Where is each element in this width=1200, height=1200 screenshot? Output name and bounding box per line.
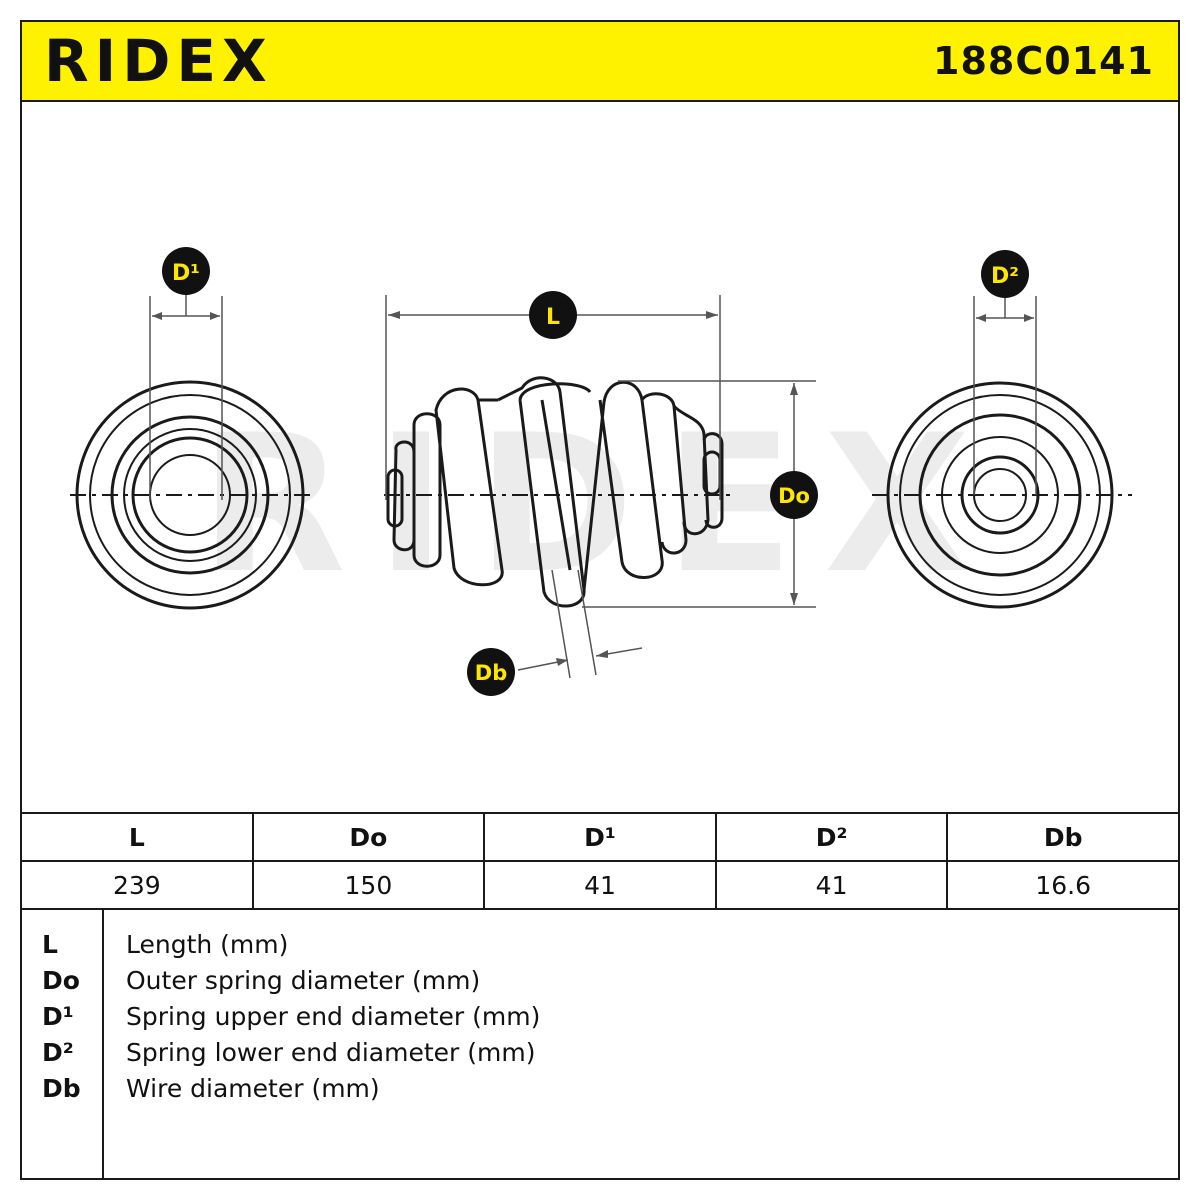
legend: L Length (mm) Do Outer spring diameter (… xyxy=(20,910,1180,1180)
legend-key: Db xyxy=(42,1074,81,1103)
legend-divider xyxy=(102,910,104,1178)
spec-value-cell: 41 xyxy=(714,860,949,910)
legend-item: D² Spring lower end diameter (mm) xyxy=(22,1035,1172,1071)
spec-header-cell: D¹ xyxy=(483,812,717,862)
legend-key: D¹ xyxy=(42,1002,74,1031)
wire-badge: Db xyxy=(467,648,515,696)
legend-key: Do xyxy=(42,966,80,995)
legend-item: Db Wire diameter (mm) xyxy=(22,1071,1172,1107)
lower-end-view xyxy=(872,294,1132,609)
spec-value-cell: 41 xyxy=(483,860,717,910)
spring-side-view xyxy=(384,295,816,679)
d1-label: D¹ xyxy=(172,261,200,286)
d2-label: D² xyxy=(991,264,1019,289)
legend-item: D¹ Spring upper end diameter (mm) xyxy=(22,999,1172,1035)
length-label: L xyxy=(546,305,560,330)
legend-desc: Spring upper end diameter (mm) xyxy=(126,1002,541,1031)
d1-badge: D¹ xyxy=(162,247,210,295)
spring-drawing: RIDEX D¹ xyxy=(70,247,1132,696)
part-number: 188C0141 xyxy=(933,39,1154,83)
spec-header-cell: Do xyxy=(251,812,486,862)
legend-desc: Length (mm) xyxy=(126,930,289,959)
upper-end-view xyxy=(70,290,314,610)
legend-key: D² xyxy=(42,1038,74,1067)
outer-diameter-label: Do xyxy=(778,484,810,508)
legend-desc: Spring lower end diameter (mm) xyxy=(126,1038,536,1067)
spec-table: L Do D¹ D² Db 239 150 41 41 16.6 xyxy=(20,812,1180,910)
legend-desc: Outer spring diameter (mm) xyxy=(126,966,481,995)
spec-header-row: L Do D¹ D² Db xyxy=(20,812,1180,862)
header-bar: RIDEX 188C0141 xyxy=(22,22,1178,102)
length-badge: L xyxy=(529,291,577,339)
spec-value-cell: 16.6 xyxy=(946,860,1180,910)
legend-desc: Wire diameter (mm) xyxy=(126,1074,380,1103)
spec-value-row: 239 150 41 41 16.6 xyxy=(20,860,1180,910)
legend-item: L Length (mm) xyxy=(22,927,1172,963)
technical-drawing: RIDEX D¹ xyxy=(22,100,1178,812)
spec-header-cell: D² xyxy=(714,812,949,862)
outer-diameter-badge: Do xyxy=(770,471,818,519)
spec-header-cell: Db xyxy=(946,812,1180,862)
legend-item: Do Outer spring diameter (mm) xyxy=(22,963,1172,999)
legend-key: L xyxy=(42,930,58,959)
spec-header-cell: L xyxy=(20,812,254,862)
wire-label: Db xyxy=(475,661,507,685)
spec-value-cell: 239 xyxy=(20,860,254,910)
brand-logo: RIDEX xyxy=(44,27,273,95)
d2-badge: D² xyxy=(981,250,1029,298)
spec-value-cell: 150 xyxy=(251,860,486,910)
